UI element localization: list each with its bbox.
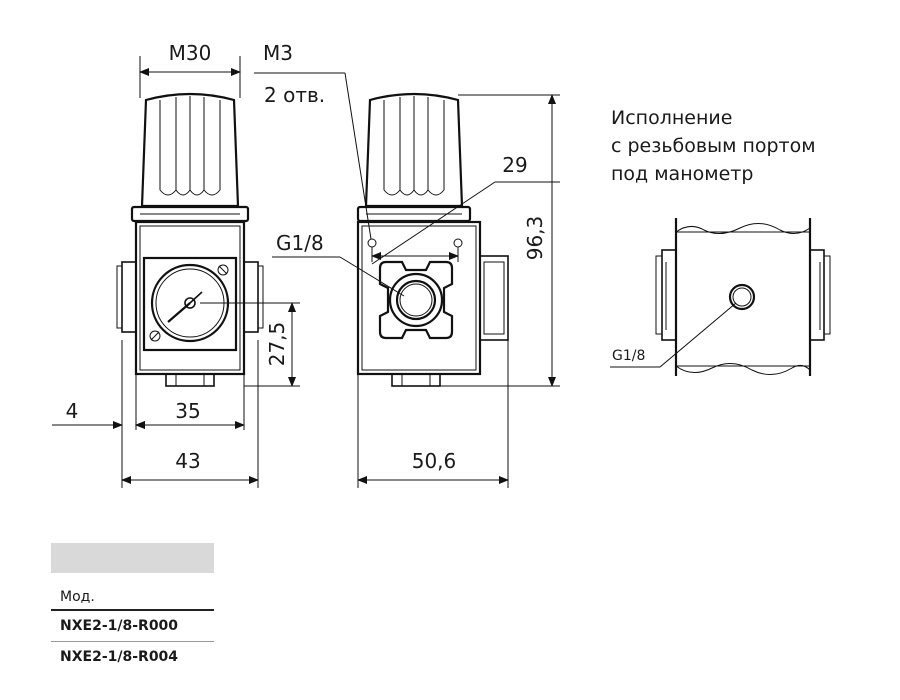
dim-29: 29 xyxy=(502,153,527,177)
table-row: NXE2-1/8-R004 xyxy=(60,649,179,665)
dim-m30: M30 xyxy=(169,41,212,65)
table-column-label: Мод. xyxy=(51,573,214,611)
dim-506: 50,6 xyxy=(412,449,457,473)
side-view xyxy=(356,92,509,387)
variant-note-line-3: под манометр xyxy=(611,163,753,185)
dim-g18-front: G1/8 xyxy=(276,231,324,255)
model-table: Мод. NXE2-1/8-R000 NXE2-1/8-R004 xyxy=(51,543,214,672)
dimension-lines xyxy=(52,56,737,488)
table-row: NXE2-1/8-R000 xyxy=(51,610,214,642)
table-header-bar xyxy=(51,543,214,573)
dim-holes: 2 отв. xyxy=(264,83,325,107)
dim-963: 96,3 xyxy=(523,216,547,261)
dim-4: 4 xyxy=(66,399,79,423)
technical-drawing: M30 M3 2 отв. 29 G1/8 96,3 27,5 4 35 43 … xyxy=(52,41,831,488)
dim-g18-port: G1/8 xyxy=(612,348,645,364)
variant-note-line-2: с резьбовым портом xyxy=(611,135,816,157)
dim-35: 35 xyxy=(175,399,200,423)
variant-note-line-1: Исполнение xyxy=(611,107,732,129)
dim-m3: M3 xyxy=(263,41,293,65)
dim-275: 27,5 xyxy=(265,322,289,367)
front-view xyxy=(116,92,264,387)
dim-43: 43 xyxy=(175,449,200,473)
port-detail-view xyxy=(655,218,831,376)
